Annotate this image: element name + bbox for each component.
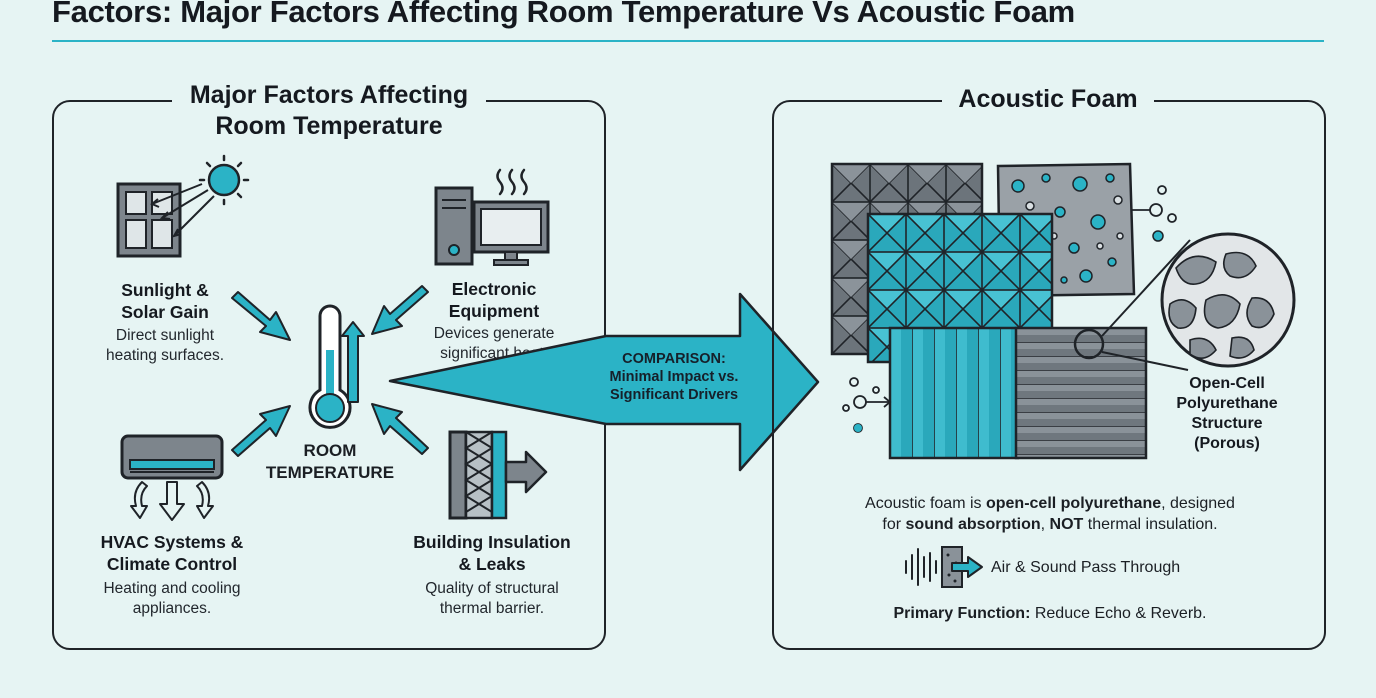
air-conditioner-icon (120, 434, 224, 521)
factor-sunlight-title: Sunlight & Solar Gain (121, 280, 209, 322)
arrow-from-sunlight (231, 291, 291, 341)
acoustic-foam-description: Acoustic foam is open-cell polyurethane,… (865, 495, 1235, 533)
arrow-from-insulation (371, 403, 429, 455)
acoustic-foam-panel-title: Acoustic Foam (942, 84, 1154, 116)
factor-hvac-desc: Heating and cooling appliances. (103, 580, 241, 617)
arrow-from-electronic (371, 285, 429, 335)
title-divider (52, 40, 1324, 42)
factor-hvac-title: HVAC Systems & Climate Control (100, 532, 244, 574)
factor-electronic-title: Electronic Equipment (448, 279, 540, 321)
computer-icon (434, 168, 550, 266)
factor-sunlight-desc: Direct sunlight heating surfaces. (105, 327, 225, 364)
room-temperature-panel-title: Major Factors Affecting Room Temperature (172, 80, 486, 143)
factor-insulation-title: Building Insulation & Leaks (413, 532, 571, 574)
arrow-from-hvac (231, 405, 291, 457)
room-temperature-label: ROOM TEMPERATURE (265, 441, 395, 482)
primary-function: Primary Function: Reduce Echo & Reverb. (893, 605, 1207, 622)
open-cell-structure-label: Open-Cell Polyurethane Structure (Porous… (1176, 375, 1278, 452)
pass-through-label: Air & Sound Pass Through (991, 559, 1181, 576)
factor-insulation-desc: Quality of structural thermal barrier. (425, 580, 559, 617)
comparison-label: COMPARISON: Minimal Impact vs. Significa… (609, 351, 739, 403)
window-sun-icon (116, 154, 250, 258)
page-title: Factors: Major Factors Affecting Room Te… (52, 0, 1075, 29)
sound-pass-through-icon (905, 546, 983, 588)
insulated-wall-icon (448, 430, 548, 520)
thermometer-icon (308, 304, 365, 429)
